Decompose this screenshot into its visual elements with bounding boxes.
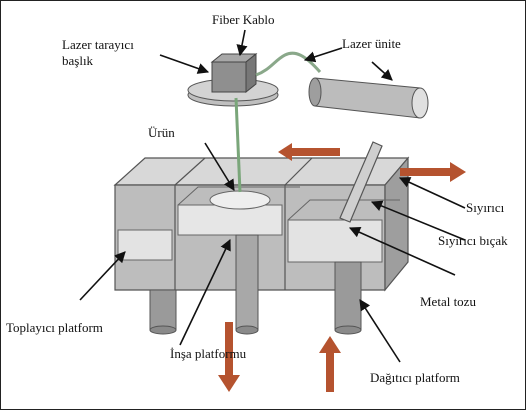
leader-lines xyxy=(79,29,466,363)
label-build-platform: İnşa platformu xyxy=(170,346,247,361)
laser-scanner-head xyxy=(187,52,279,107)
label-recoater: Sıyırıcı xyxy=(466,200,505,215)
label-collector-platform: Toplayıcı platform xyxy=(6,320,103,335)
recoater-blade xyxy=(339,141,383,223)
label-laser-scanner-line2: başlık xyxy=(62,53,94,68)
label-fiber-cable: Fiber Kablo xyxy=(212,12,275,27)
fiber-cable xyxy=(255,51,322,77)
label-metal-powder: Metal tozu xyxy=(420,294,476,309)
build-chamber-box xyxy=(113,156,410,292)
motion-arrows xyxy=(218,143,466,392)
laser-beam xyxy=(234,97,242,193)
laser-unit xyxy=(308,77,429,119)
pistons xyxy=(149,234,362,335)
label-product: Ürün xyxy=(148,125,175,140)
label-laser-unit: Lazer ünite xyxy=(342,36,401,51)
label-recoater-blade: Sıyırıcı bıçak xyxy=(438,233,508,248)
product-part xyxy=(209,190,271,210)
label-laser-scanner-line1: Lazer tarayıcı xyxy=(62,37,134,52)
label-dispenser-platform: Dağıtıcı platform xyxy=(370,370,460,385)
